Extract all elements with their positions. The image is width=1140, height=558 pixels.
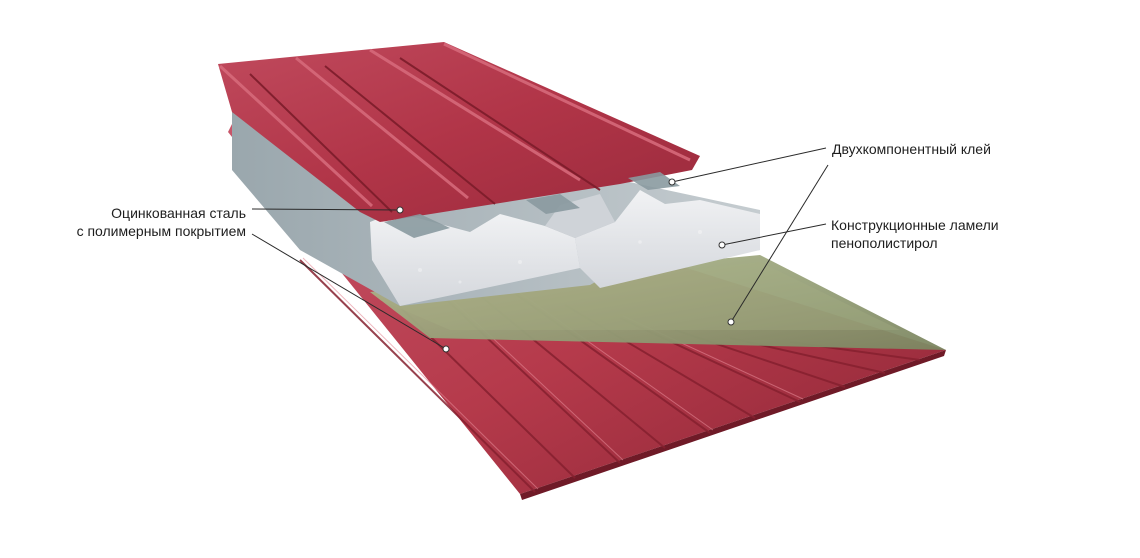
leader-steel-top: [251, 208, 401, 211]
dot-lamella: [718, 241, 726, 249]
leader-lines: [251, 147, 829, 350]
leader-steel-bottom: [251, 233, 447, 350]
dot-steel-bottom: [442, 345, 450, 353]
dot-glue: [668, 178, 676, 186]
leader-lamella: [721, 223, 827, 246]
galvanized-steel-label: Оцинкованная сталь с полимерным покрытие…: [30, 204, 246, 240]
top-profiled-steel-sheet: [218, 42, 700, 238]
structural-lamellas-label-line2: пенополистирол: [831, 235, 938, 251]
galvanized-steel-label-line1: Оцинкованная сталь: [111, 205, 246, 221]
leader-glue-2: [730, 164, 829, 323]
two-component-glue-label-text: Двухкомпонентный клей: [832, 141, 991, 157]
leader-dots: [396, 178, 735, 353]
dot-glue-2: [727, 318, 735, 326]
two-component-glue-label: Двухкомпонентный клей: [832, 140, 991, 158]
structural-lamellas-label-line1: Конструкционные ламели: [831, 217, 999, 233]
galvanized-steel-label-line2: с полимерным покрытием: [76, 223, 246, 239]
dot-steel-top: [396, 206, 404, 214]
leader-glue: [671, 147, 827, 183]
structural-lamellas-label: Конструкционные ламели пенополистирол: [831, 216, 999, 252]
